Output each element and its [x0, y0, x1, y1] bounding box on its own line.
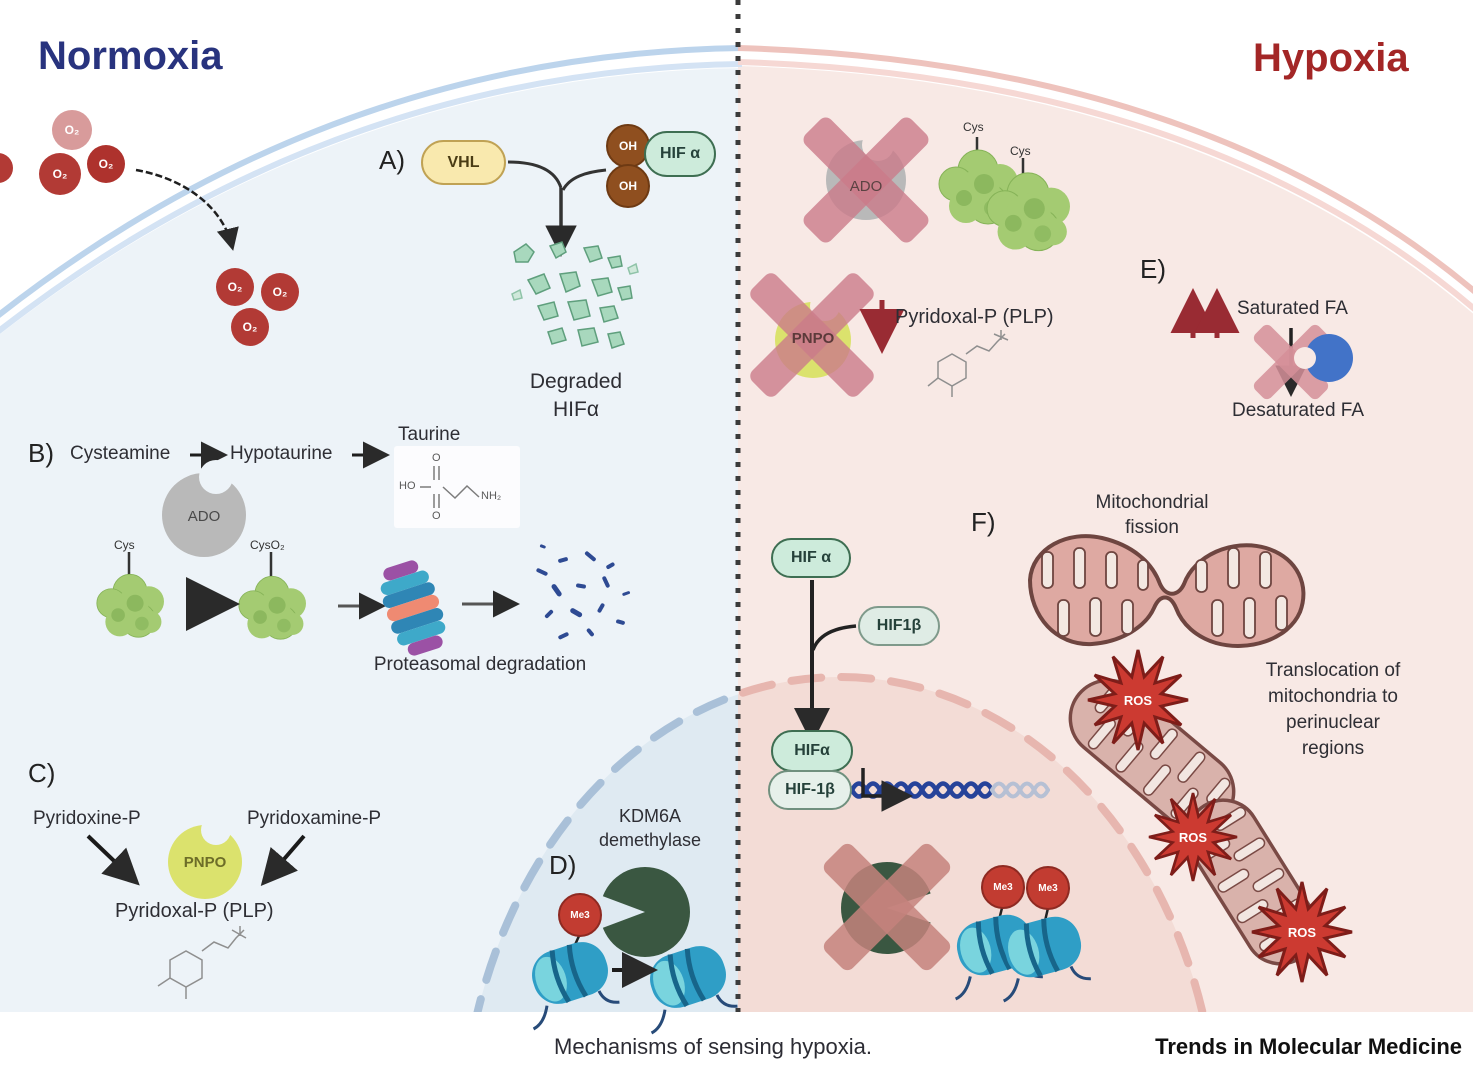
pyridoxal-p-label: Pyridoxal-P (PLP)	[115, 900, 274, 922]
hif1b-join-curve	[811, 624, 857, 651]
hif1b-nuclear: HIF-1β	[768, 770, 852, 810]
ado-enzyme-label: ADO	[187, 508, 221, 525]
o2-molecule: O₂	[39, 153, 81, 195]
normoxia-cell-body	[0, 68, 742, 1012]
panel-c-label: C)	[28, 758, 56, 788]
pyridoxine-p-label: Pyridoxine-P	[33, 808, 141, 829]
translocation-label: regions	[1301, 738, 1365, 759]
kdm6a-enzyme-icon	[597, 867, 690, 957]
o2-molecule: O₂	[216, 268, 254, 306]
saturated-fa-label: Saturated FA	[1237, 298, 1348, 319]
kdm6a-label: KDM6A	[618, 806, 681, 826]
cys-residue-label: Cys	[963, 120, 984, 134]
hydroxyl-group: OH	[606, 164, 650, 208]
desaturase-enzyme-icon	[1294, 334, 1353, 382]
figure-caption: Mechanisms of sensing hypoxia.	[554, 1034, 872, 1059]
o2-molecule: O₂	[261, 273, 299, 311]
pnpo-crossed-icon	[750, 273, 874, 397]
vhl-hif-convergence-arrow	[507, 160, 607, 257]
degraded-hif-fragments	[511, 241, 639, 349]
panel-e-label: E)	[1140, 254, 1166, 284]
degraded-hif-label: Degraded	[529, 370, 623, 393]
panel-d-label: D)	[549, 850, 577, 880]
pyridoxine-arrow	[86, 834, 140, 886]
ros-label: ROS	[1123, 692, 1153, 708]
transcription-arrow	[861, 768, 913, 812]
panel-a-label: A)	[379, 145, 405, 175]
taurine-o-label: O	[432, 510, 441, 522]
proteasome-icon	[380, 560, 446, 656]
mitochondrial-fission-label: fission	[1125, 517, 1179, 538]
ros-label: ROS	[1287, 924, 1317, 940]
journal-name: Trends in Molecular Medicine	[1155, 1034, 1462, 1059]
hypoxia-cell-membrane	[737, 45, 1473, 312]
ado-enzyme-icon	[162, 460, 246, 557]
hif1b-protein: HIF1β	[858, 606, 940, 646]
kdm6a-label: demethylase	[598, 830, 702, 850]
taurine-nh2-label: NH₂	[481, 490, 502, 502]
pnpo-enzyme-label: PNPO	[183, 854, 227, 871]
plp-structure	[157, 926, 247, 999]
hypoxia-title: Hypoxia	[1253, 36, 1409, 80]
translocation-label: mitochondria to	[1268, 686, 1398, 707]
vhl-protein: VHL	[421, 140, 506, 185]
pnpo-enzyme-icon	[168, 815, 242, 899]
cyso2-residue-label: CysO₂	[250, 538, 285, 552]
taurine-structure	[394, 446, 520, 528]
o2-entry-arrow	[135, 168, 239, 251]
degradation-specks	[536, 544, 631, 640]
me3-mark: Me3	[558, 893, 602, 937]
ado-enzyme-label: ADO	[849, 178, 883, 195]
o2-molecule: O₂	[231, 308, 269, 346]
translocation-label: perinuclear	[1286, 712, 1380, 733]
mitochondria-fission-icon	[1027, 534, 1306, 648]
o2-molecule: O₂	[52, 110, 92, 150]
pnpo-enzyme-label: PNPO	[791, 330, 835, 347]
hif-alpha-nuclear: HIFα	[771, 730, 853, 772]
kdm6a-crossed-icon	[823, 843, 951, 971]
degraded-hif-label: HIFα	[553, 398, 599, 421]
panel-b-label: B)	[28, 438, 54, 468]
desaturated-fa-label: Desaturated FA	[1232, 400, 1365, 421]
o2-edge-partial	[0, 153, 13, 183]
plp-structure	[927, 330, 1009, 397]
desaturation-cross-icon	[1253, 324, 1329, 400]
proteasomal-degradation-label: Proteasomal degradation	[373, 654, 587, 675]
panel-f-label: F)	[971, 507, 996, 537]
taurine-ho-label: HO	[399, 480, 416, 492]
hypotaurine-label: Hypotaurine	[230, 443, 333, 464]
taurine-label: Taurine	[398, 424, 461, 445]
me3-mark: Me3	[1026, 866, 1070, 910]
hydroxyl-group: OH	[606, 124, 650, 168]
ros-label: ROS	[1178, 829, 1208, 845]
taurine-o-label: O	[432, 452, 441, 464]
pyridoxamine-arrow	[260, 834, 306, 887]
me3-mark: Me3	[981, 865, 1025, 909]
translocation-label: Translocation of	[1265, 660, 1401, 681]
mitochondrial-fission-label: Mitochondrial	[1095, 492, 1209, 513]
pyridoxal-p-label: Pyridoxal-P (PLP)	[895, 306, 1054, 328]
cys-residue-label: Cys	[1010, 144, 1031, 158]
pyridoxamine-p-label: Pyridoxamine-P	[247, 808, 382, 829]
o2-molecule: O₂	[87, 145, 125, 183]
hif-alpha-protein: HIF α	[771, 538, 851, 578]
ado-crossed-icon	[803, 117, 929, 243]
normoxia-cell-membrane	[0, 45, 743, 334]
normoxia-title: Normoxia	[38, 34, 223, 78]
cysteamine-label: Cysteamine	[70, 443, 171, 464]
hif-alpha-protein: HIF α	[644, 131, 716, 177]
saturated-fa-increase-arrows	[1170, 288, 1240, 338]
cys-residue-label: Cys	[114, 538, 135, 552]
